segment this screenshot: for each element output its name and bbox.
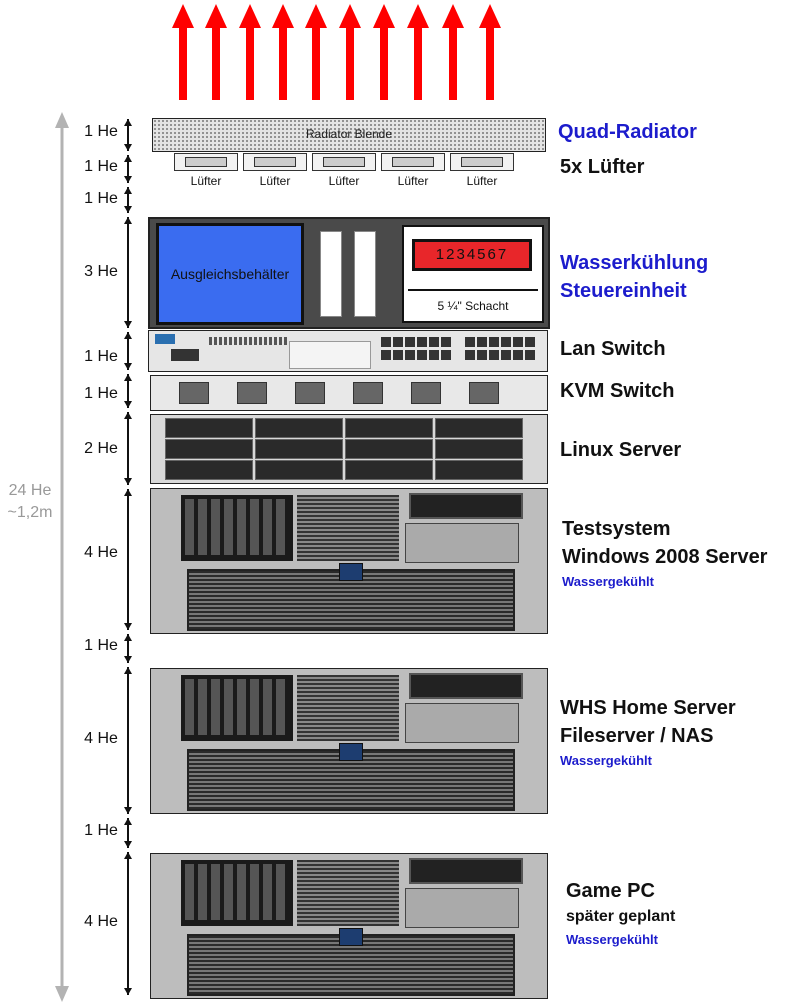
drive-bay: 1234567 5 ¼" Schacht — [402, 225, 544, 323]
airflow-arrow — [172, 4, 194, 100]
linux-server — [150, 414, 548, 484]
gamepc-cooling-note: Wassergekühlt — [566, 932, 658, 947]
control-display: 1234567 — [412, 239, 532, 271]
gamepc-label: Game PC — [566, 880, 655, 902]
airflow-arrow — [373, 4, 395, 100]
fan — [312, 153, 376, 171]
unit-label: 1 He — [84, 385, 118, 402]
fan-label: Lüfter — [259, 174, 291, 188]
server-gamepc — [150, 853, 548, 999]
airflow-arrow — [239, 4, 261, 100]
drive-bay-label: 5 ¼" Schacht — [437, 299, 509, 313]
fan-label: Lüfter — [397, 174, 429, 188]
unit-label: 1 He — [84, 348, 118, 365]
water-cooling-label-2: Steuereinheit — [560, 280, 687, 302]
whs-role-label: Fileserver / NAS — [560, 725, 714, 747]
whs-cooling-note: Wassergekühlt — [560, 753, 652, 768]
unit-label: 1 He — [84, 637, 118, 654]
whs-label: WHS Home Server — [560, 697, 736, 719]
airflow-arrow — [407, 4, 429, 100]
airflow-arrow — [272, 4, 294, 100]
fan — [381, 153, 445, 171]
fan-label: Lüfter — [466, 174, 498, 188]
display-digits: 1234567 — [435, 246, 509, 263]
slot-right — [354, 231, 376, 317]
total-height-label: ~1,2m — [7, 504, 53, 521]
unit-label: 1 He — [84, 190, 118, 207]
kvm-switch — [150, 375, 548, 411]
airflow-arrow — [305, 4, 327, 100]
unit-label: 1 He — [84, 822, 118, 839]
testsystem-label: Testsystem — [562, 518, 671, 540]
radiator-panel: Radiator Blende — [152, 118, 546, 152]
unit-label: 2 He — [84, 440, 118, 457]
quad-radiator-label: Quad-Radiator — [558, 121, 697, 143]
fan — [174, 153, 238, 171]
unit-label: 4 He — [84, 544, 118, 561]
server-whs — [150, 668, 548, 814]
fan — [450, 153, 514, 171]
gamepc-status-label: später geplant — [566, 908, 676, 925]
lan-switch — [148, 330, 548, 372]
water-cooling-unit: Ausgleichsbehälter 1234567 5 ¼" Schacht — [148, 217, 550, 329]
unit-label: 3 He — [84, 263, 118, 280]
airflow-arrow — [339, 4, 361, 100]
lan-switch-label: Lan Switch — [560, 338, 666, 360]
reservoir: Ausgleichsbehälter — [156, 223, 304, 325]
airflow-arrow — [442, 4, 464, 100]
fan-label: Lüfter — [190, 174, 222, 188]
airflow-arrow — [479, 4, 501, 100]
testsystem-cooling-note: Wassergekühlt — [562, 574, 654, 589]
slot-left — [320, 231, 342, 317]
unit-label: 4 He — [84, 913, 118, 930]
radiator-panel-label: Radiator Blende — [305, 127, 393, 141]
total-units-label: 24 He — [8, 482, 52, 499]
testsystem-os-label: Windows 2008 Server — [562, 546, 768, 568]
kvm-switch-label: KVM Switch — [560, 380, 675, 402]
airflow-arrow — [205, 4, 227, 100]
unit-label: 1 He — [84, 158, 118, 175]
fan-label: Lüfter — [328, 174, 360, 188]
fans-label: 5x Lüfter — [560, 156, 645, 178]
linux-server-label: Linux Server — [560, 439, 682, 461]
water-cooling-label: Wasserkühlung — [560, 252, 709, 274]
reservoir-label: Ausgleichsbehälter — [170, 266, 290, 282]
unit-label: 1 He — [84, 123, 118, 140]
unit-label: 4 He — [84, 730, 118, 747]
server-testsystem — [150, 488, 548, 634]
airflow-arrows — [172, 4, 501, 100]
fan — [243, 153, 307, 171]
